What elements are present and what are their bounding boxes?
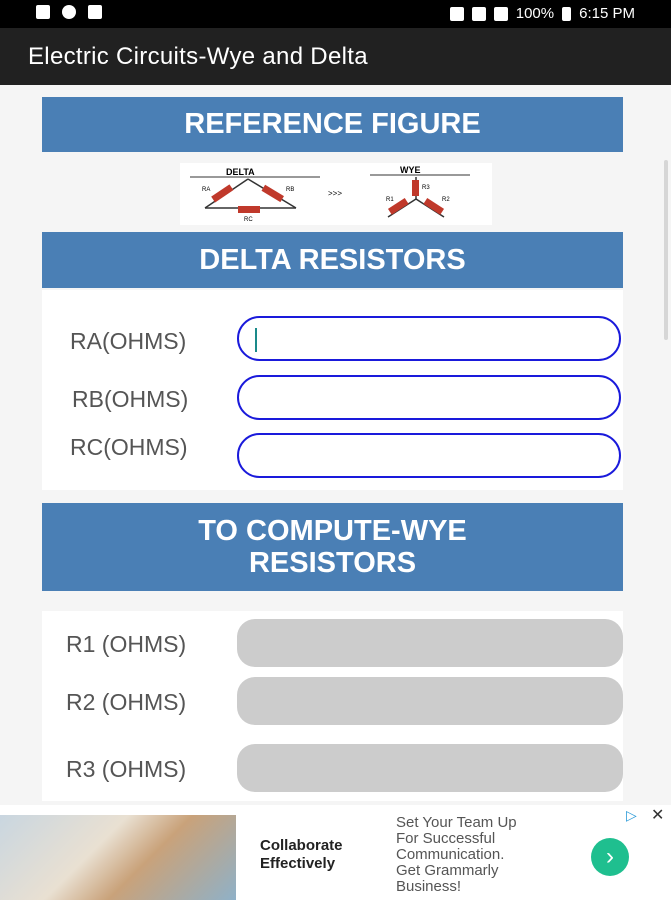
text-cursor — [255, 328, 257, 352]
rc-figure-label: RC — [244, 217, 253, 223]
ad-headline-line1: Collaborate — [260, 837, 343, 854]
arrow-label: >>> — [328, 189, 342, 198]
ad-body-line3: Communication. — [396, 846, 505, 863]
eye-icon — [62, 5, 76, 19]
rb-input[interactable] — [237, 375, 621, 420]
ad-body-line1: Set Your Team Up — [396, 814, 517, 831]
delta-label: DELTA — [226, 167, 255, 177]
compute-wye-header-line2: RESISTORS — [248, 547, 417, 579]
ad-body-line2: For Successful — [396, 830, 496, 847]
ad-banner[interactable]: Collaborate Effectively Set Your Team Up… — [0, 805, 671, 900]
rb-figure-label: RB — [286, 187, 294, 193]
ad-body-line5: Business! — [396, 878, 462, 895]
ra-input[interactable] — [237, 316, 621, 361]
signal-icon — [493, 6, 508, 21]
app-title: Electric Circuits-Wye and Delta — [28, 43, 368, 70]
delta-resistors-header: DELTA RESISTORS — [42, 232, 623, 288]
ad-body[interactable]: Set Your Team Up For Successful Communic… — [396, 815, 586, 895]
clock: 6:15 PM — [579, 5, 635, 22]
rb-label: RB(OHMS) — [72, 386, 189, 412]
mute-icon — [471, 6, 486, 21]
reference-figure: DELTA RA RB RC >>> WYE R3 R1 R2 — [180, 163, 492, 225]
r3-label: R3 (OHMS) — [66, 756, 187, 782]
delta-wye-diagram: DELTA RA RB RC >>> WYE R3 R1 R2 — [190, 165, 470, 223]
ra-figure-label: RA — [202, 187, 210, 193]
status-bar: 100% 6:15 PM — [0, 0, 671, 28]
r3-output — [237, 744, 623, 792]
compute-wye-header: TO COMPUTE-WYE RESISTORS — [42, 503, 623, 591]
notification-icon — [36, 5, 50, 19]
rc-label: RC(OHMS) — [70, 434, 188, 460]
r2-figure-label: R2 — [442, 197, 450, 203]
r1-label: R1 (OHMS) — [66, 631, 187, 657]
ad-close-icon[interactable]: ✕ — [651, 807, 665, 824]
adchoices-icon[interactable]: ▷ — [626, 807, 637, 823]
scrollbar[interactable] — [664, 160, 668, 340]
wye-label: WYE — [400, 165, 421, 175]
reference-figure-header: REFERENCE FIGURE — [42, 97, 623, 152]
r2-label: R2 (OHMS) — [66, 689, 187, 715]
battery-percent: 100% — [515, 5, 555, 22]
app-bar: Electric Circuits-Wye and Delta — [0, 28, 671, 85]
ad-go-button[interactable]: › — [591, 838, 629, 876]
r1-output — [237, 619, 623, 667]
ad-headline[interactable]: Collaborate Effectively — [260, 837, 343, 873]
alarm-icon — [449, 6, 464, 21]
ad-body-line4: Get Grammarly — [396, 862, 499, 879]
r2-output — [237, 677, 623, 725]
compute-wye-header-line1: TO COMPUTE-WYE — [198, 515, 467, 547]
sim-icon — [88, 5, 102, 19]
ad-photo[interactable] — [0, 815, 236, 900]
ra-label: RA(OHMS) — [70, 328, 187, 354]
r1-figure-label: R1 — [386, 197, 394, 203]
ad-headline-line2: Effectively — [260, 855, 336, 872]
rc-input[interactable] — [237, 433, 621, 478]
r3-figure-label: R3 — [422, 185, 430, 191]
battery-icon — [562, 6, 572, 21]
